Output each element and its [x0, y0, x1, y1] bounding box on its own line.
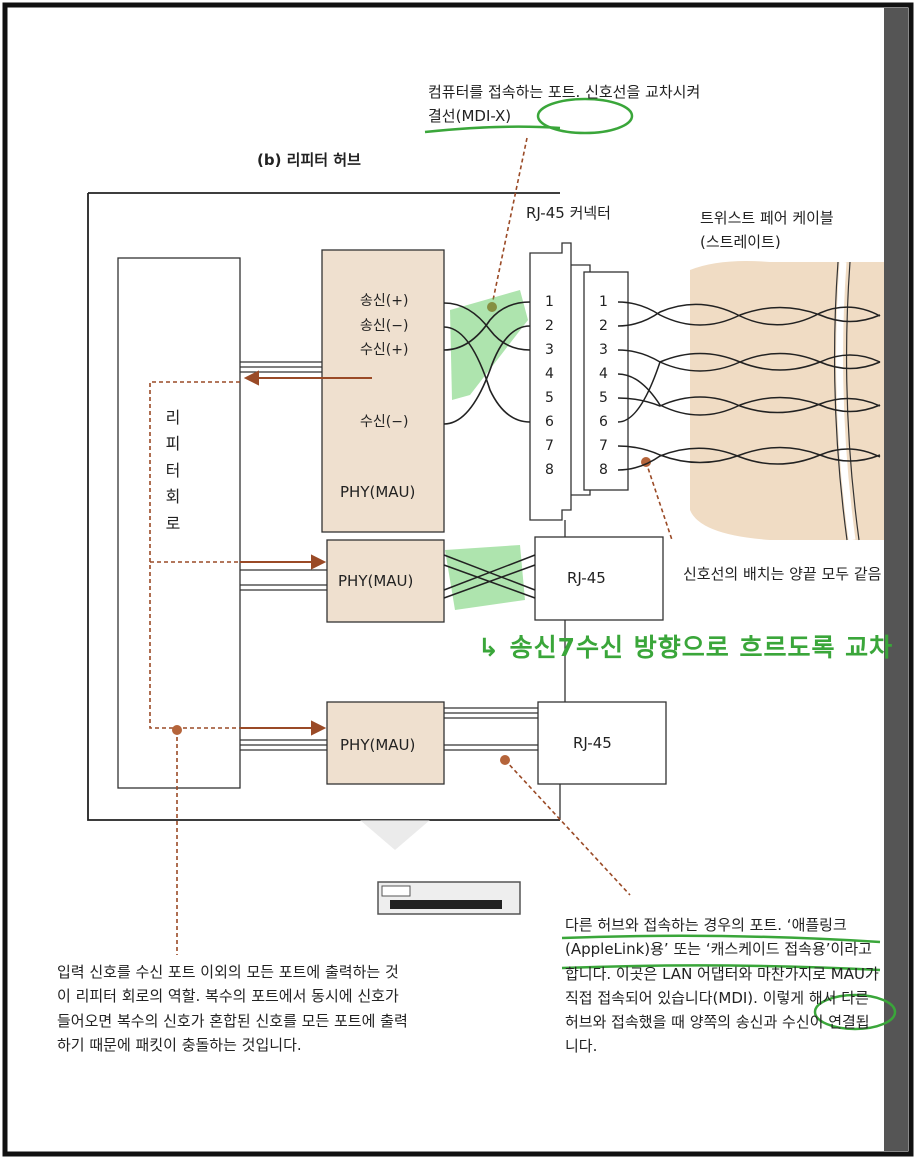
- twisted-pairs: [617, 301, 881, 471]
- page-edge: [884, 8, 908, 1151]
- rj45-plug: [583, 271, 629, 491]
- phy-middle-box: [326, 539, 445, 623]
- pin-p-7: 7: [599, 438, 608, 454]
- diagram-title: (b) 리피터 허브: [257, 151, 361, 169]
- rj45-bottom-label: RJ-45: [573, 734, 612, 752]
- pin-s-4: 4: [545, 366, 554, 382]
- phy-top-box: [321, 249, 445, 533]
- pin-p-5: 5: [599, 390, 608, 406]
- signal-rx-minus: 수신(−): [360, 414, 409, 430]
- cable-label: 트위스트 페어 케이블(스트레이트): [700, 209, 834, 252]
- pin-s-7: 7: [545, 438, 554, 454]
- dot-repeater: [172, 725, 182, 735]
- rj45-middle-label: RJ-45: [567, 569, 606, 587]
- hub-illustration: [377, 881, 521, 915]
- repeater-box: [117, 257, 241, 789]
- repeater-role-note: 입력 신호를 수신 포트 이외의 모든 포트에 출력하는 것이 리피터 회로의 …: [57, 963, 408, 1054]
- green-highlights: [445, 290, 528, 610]
- signal-tx-minus: 송신(−): [360, 318, 409, 334]
- dot-mdix: [487, 302, 497, 312]
- bus-lines: [240, 361, 538, 751]
- mdix-annotation: 컴퓨터를 접속하는 포트. 신호선을 교차시켜 결선(MDI-X): [428, 83, 701, 126]
- phy-bottom-box: [326, 701, 445, 785]
- wire-layout-note: 신호선의 배치는 양끝 모두 같음: [683, 565, 882, 583]
- green-pen-marks: [424, 97, 897, 1031]
- pin-s-1: 1: [545, 294, 554, 310]
- pin-s-8: 8: [545, 462, 554, 478]
- dot-uplink: [500, 755, 510, 765]
- phy-middle-label: PHY(MAU): [338, 572, 414, 590]
- dashed-paths: [149, 137, 673, 955]
- signal-rx-plus: 수신(+): [360, 342, 409, 358]
- cable-area: [690, 261, 884, 540]
- pin-p-1: 1: [599, 294, 608, 310]
- rj45-bottom-box: [537, 701, 667, 785]
- pin-p-3: 3: [599, 342, 608, 358]
- phy-bottom-label: PHY(MAU): [340, 736, 416, 754]
- signal-tx-plus: 송신(+): [360, 293, 409, 309]
- rj45-socket: [529, 242, 572, 521]
- phy-top-label: PHY(MAU): [340, 483, 416, 501]
- middle-crossover: [443, 554, 536, 599]
- handwritten-note: ↳ 송신7수신 방향으로 흐르도록 교차: [478, 633, 894, 662]
- pin-s-5: 5: [545, 390, 554, 406]
- crossover-wires: [443, 301, 531, 425]
- signal-arrows: [240, 370, 372, 736]
- rj45-middle-box: [534, 536, 664, 621]
- pin-s-2: 2: [545, 318, 554, 334]
- pin-p-8: 8: [599, 462, 608, 478]
- uplink-note: 다른 허브와 접속하는 경우의 포트. ‘애플링크(AppleLink)용’ 또…: [565, 916, 879, 1056]
- cable-break: [836, 261, 856, 541]
- repeater-label: 리피터 회로: [165, 408, 181, 533]
- rj45-connector-label: RJ-45 커넥터: [526, 204, 611, 222]
- pin-p-2: 2: [599, 318, 608, 334]
- pin-p-6: 6: [599, 414, 608, 430]
- pin-s-3: 3: [545, 342, 554, 358]
- pin-p-4: 4: [599, 366, 608, 382]
- pin-s-6: 6: [545, 414, 554, 430]
